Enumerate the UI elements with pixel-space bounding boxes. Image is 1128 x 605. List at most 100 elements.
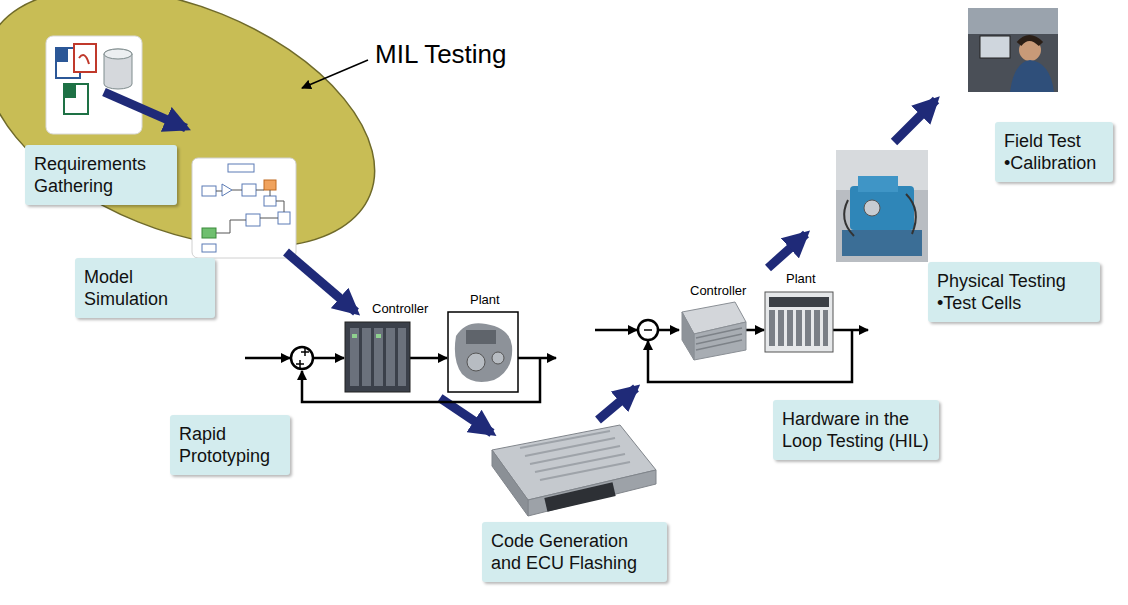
test-cell-photo-part [844,194,916,236]
controller-image-part [345,322,410,392]
stage-text: Model Simulation [84,266,206,310]
test-cell-photo-part [850,186,914,230]
flow-arrows-part [768,234,806,268]
model-image-part [216,190,284,233]
documents-icon [46,36,142,134]
mil-region [0,0,412,299]
stage-text: Hardware in the Loop Testing (HIL) [782,408,930,452]
model-image-part [202,244,216,252]
stage-box: Model Simulation [75,258,215,318]
control-loop-part [638,320,658,340]
test-cell-photo-part [836,150,928,262]
stage-text: •Test Cells [937,292,1091,314]
documents-icon-part [104,49,132,59]
documents-icon-part [64,84,76,98]
model-image [192,158,296,258]
controller-image-part [352,334,357,338]
stage-text: Rapid Prototyping [179,423,281,467]
model-image-part [242,184,256,196]
hil-rack-image-part [814,310,820,346]
field-test-photo-part [1019,39,1041,61]
callout-arrow [302,60,368,88]
controller-image-part [376,334,381,338]
test-cell-photo-part [858,176,898,192]
ecu-image-part [544,482,615,511]
hil-rack-image-part [787,310,793,346]
ecu-image [492,425,656,516]
sum-sign [296,348,309,368]
engine-image [448,312,518,392]
model-image-part [222,184,232,196]
model-image-part [264,180,276,190]
test-cell-photo [836,150,928,262]
model-image-part [202,186,216,196]
stage-box: Physical Testing•Test Cells [928,262,1100,322]
control-loop-part [833,329,868,332]
stage-box: Rapid Prototyping [170,415,290,475]
flow-arrows-part [894,100,936,142]
control-loop-part [595,329,637,332]
hil-rack-image-part [765,292,833,352]
field-test-photo-part [1010,60,1054,92]
stage-box: Requirements Gathering [25,145,177,205]
control-loop-part [291,347,313,369]
block-label: Plant [470,293,500,307]
field-test-photo [968,8,1058,92]
hil-rack-image-part [805,310,811,346]
controller-image [682,302,746,360]
documents-icon-part [56,48,68,62]
controller-image-part [696,328,742,350]
engine-image-part [466,330,496,344]
controller-image-part [386,328,395,386]
block-label: Controller [690,284,746,298]
test-cell-photo-part [842,230,922,256]
field-test-photo-part [1019,38,1041,44]
flow-arrows [104,92,936,433]
documents-icon-part [74,44,96,72]
model-image-part [246,214,260,226]
field-test-photo-part [968,8,1058,92]
engine-image-part [492,352,504,364]
stage-text: Code Generation and ECU Flashing [491,530,658,574]
block-label: Controller [372,302,428,316]
stage-box: Hardware in the Loop Testing (HIL) [773,400,939,460]
hil-rack-image-part [796,310,802,346]
engine-image-part [448,312,518,392]
stage-box: Field Test•Calibration [995,122,1113,182]
sum-sign-part [299,360,301,368]
model-image-part [202,228,216,238]
sum-sign [644,329,652,331]
controller-image-part [362,328,371,386]
control-loop-part [745,329,764,332]
model-image-part [278,212,290,224]
block-label: Plant [786,272,816,286]
hil-rack-image-part [778,310,784,346]
field-test-photo-part [980,36,1010,58]
documents-icon-part [79,55,89,64]
controller-image-part [694,322,746,360]
documents-icon-part [64,84,88,114]
flow-arrows-part [598,388,636,420]
model-image-part [228,164,254,172]
hil-rack-image-part [769,297,829,307]
control-loop-part [245,357,290,360]
controller-image-part [398,328,406,386]
model-image-part [192,158,296,258]
sum-sign-part [644,329,652,331]
engine-image-part [455,323,512,382]
ecu-image-part [520,431,630,480]
controller-image-part [350,328,359,386]
callout-label: MIL Testing [375,40,507,69]
test-cell-photo-part [864,200,880,216]
ecu-image-part [528,470,656,516]
control-loop-part [410,357,447,360]
control-loop-part [313,357,344,360]
ecu-image-part [492,450,528,516]
hil-rack-image-part [823,310,828,346]
controller-image-part [374,328,383,386]
flow-arrows-part [104,92,186,128]
control-loop-part [518,357,556,360]
documents-icon-part [46,36,142,134]
engine-image-part [467,353,485,371]
